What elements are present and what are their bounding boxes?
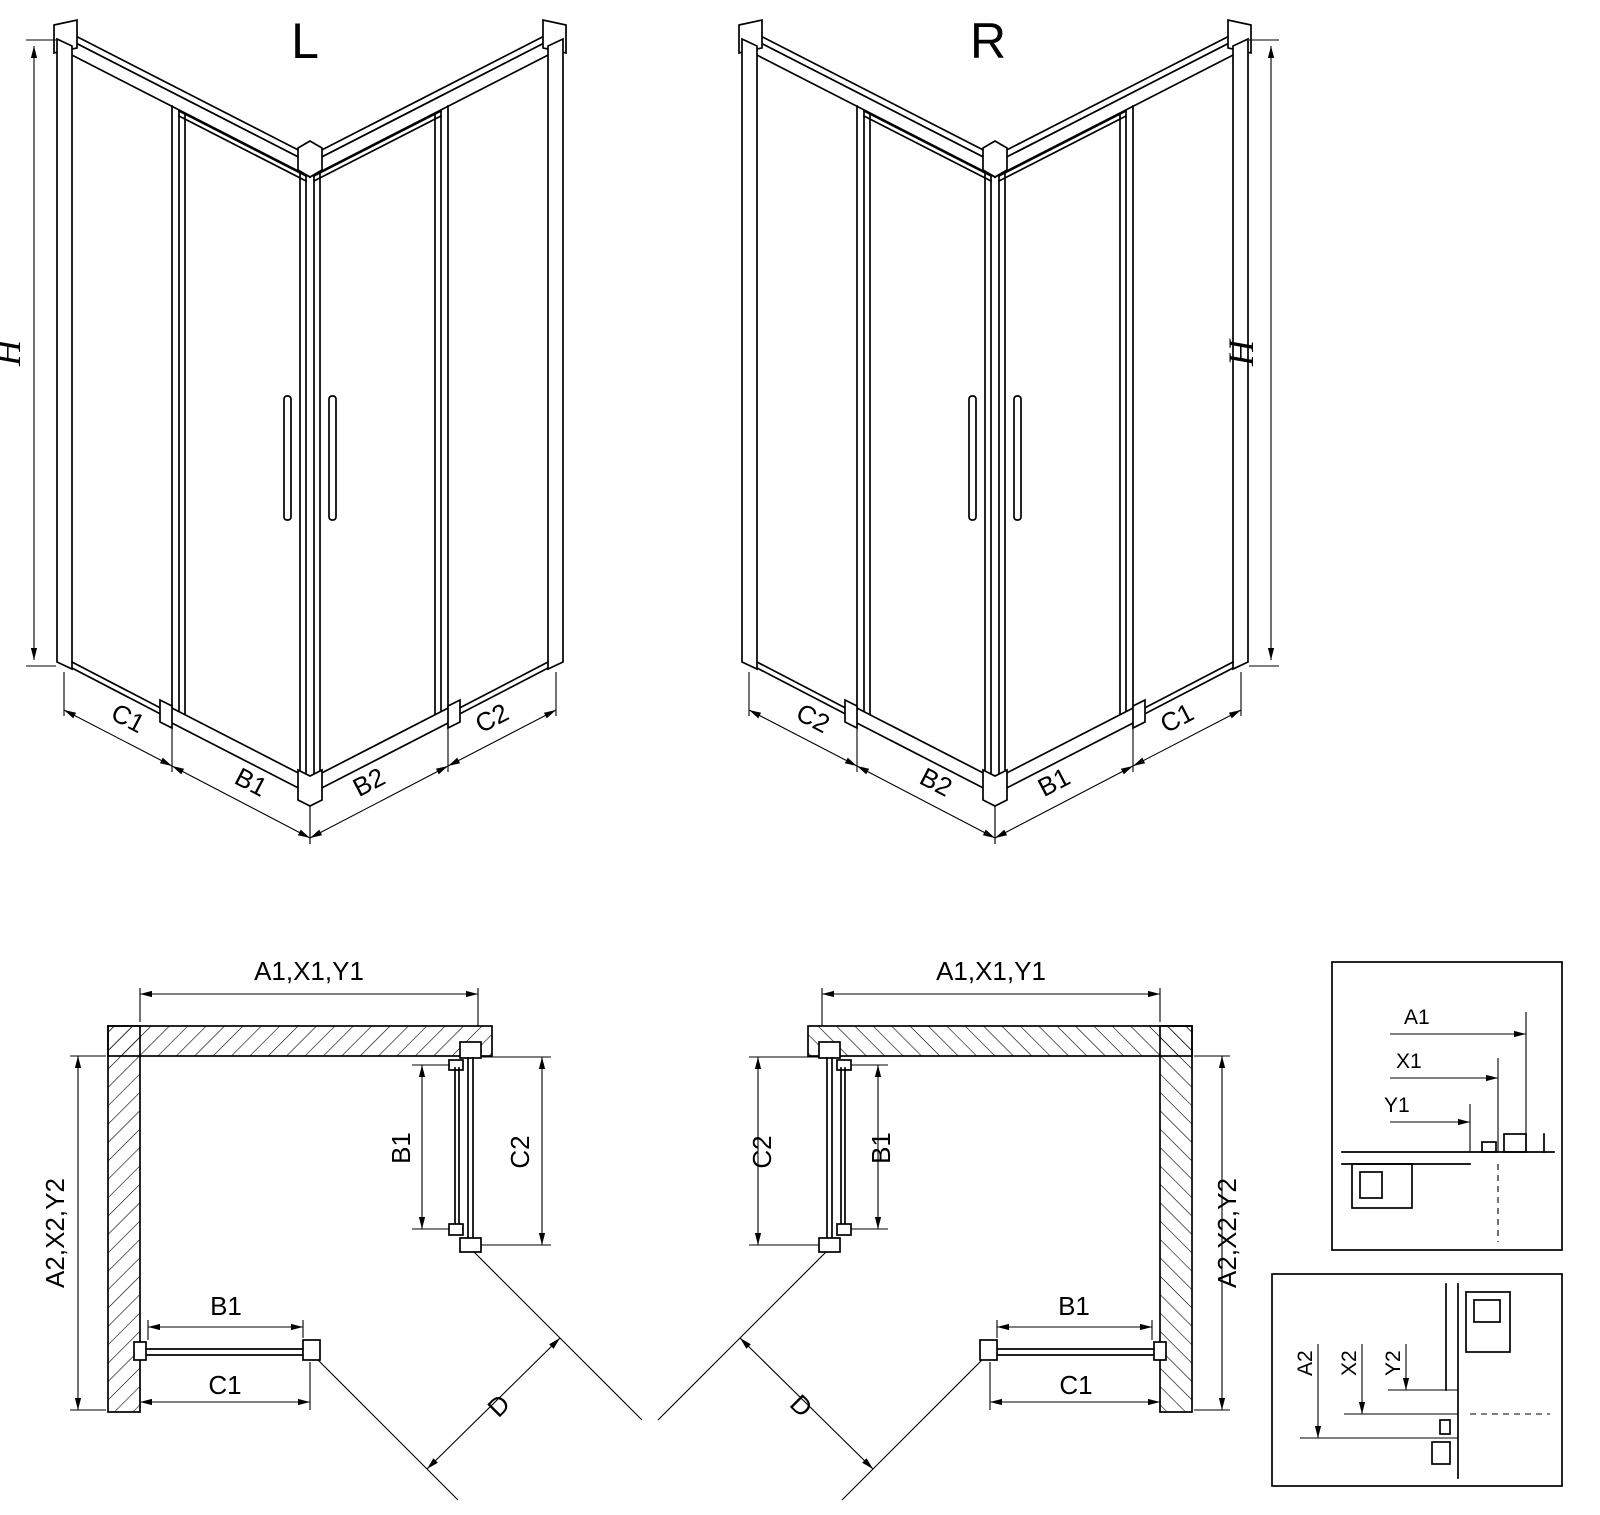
dim-label-d: D (784, 1388, 818, 1422)
plan-line-art-right (658, 988, 1230, 1500)
detail-view-bottom: A2 X2 Y2 (1271, 1273, 1563, 1487)
detail-bottom-frame (1271, 1273, 1563, 1487)
dim-label-a2x2y2: A2,X2,Y2 (40, 1178, 70, 1288)
plan-view-left: A1,X1,Y1 A2,X2,Y2 B1 C2 B1 C1 D (40, 956, 642, 1500)
dim-label-c2-side: C2 (747, 1135, 777, 1168)
dim-label-c1: C1 (1155, 697, 1198, 739)
dim-label-c2: C2 (791, 697, 834, 739)
dim-label-a1: A1 (1404, 1006, 1430, 1029)
axon-view-left: L H C1 B1 B2 C2 (0, 13, 566, 844)
dim-label-a1x1y1: A1,X1,Y1 (254, 956, 364, 986)
plan-line-art-left (70, 988, 642, 1500)
detail-view-top: A1 X1 Y1 (1331, 961, 1563, 1251)
dim-label-a1x1y1: A1,X1,Y1 (936, 956, 1046, 986)
dim-label-c1-bottom: C1 (208, 1370, 241, 1400)
dim-label-y1: Y1 (1384, 1094, 1410, 1117)
dim-label-c1-bottom: C1 (1059, 1370, 1092, 1400)
dim-label-b1-side: B1 (386, 1132, 416, 1164)
dim-label-c1: C1 (106, 697, 149, 739)
variant-label-right: R (970, 13, 1006, 69)
dim-label-height-right: H (1221, 338, 1261, 367)
variant-label-left: L (291, 13, 319, 69)
dim-label-a2x2y2: A2,X2,Y2 (1212, 1178, 1242, 1288)
dim-label-b1-side: B1 (866, 1132, 896, 1164)
dim-label-c2: C2 (470, 697, 513, 739)
dim-label-c2-side: C2 (505, 1135, 535, 1168)
dim-label-x1: X1 (1396, 1050, 1422, 1073)
detail-top-frame (1331, 961, 1563, 1251)
dim-label-x2: X2 (1338, 1350, 1361, 1376)
dim-label-b1-bottom: B1 (210, 1291, 242, 1321)
dim-label-a2: A2 (1294, 1350, 1317, 1376)
axon-view-right: R H C2 B2 B1 C1 (739, 13, 1279, 844)
dim-label-b1-bottom: B1 (1058, 1291, 1090, 1321)
dim-label-d: D (481, 1388, 515, 1422)
dim-label-y2: Y2 (1382, 1350, 1405, 1376)
dim-label-height-left: H (0, 338, 28, 367)
plan-view-right: A1,X1,Y1 A2,X2,Y2 C2 B1 B1 C1 D (658, 956, 1242, 1500)
